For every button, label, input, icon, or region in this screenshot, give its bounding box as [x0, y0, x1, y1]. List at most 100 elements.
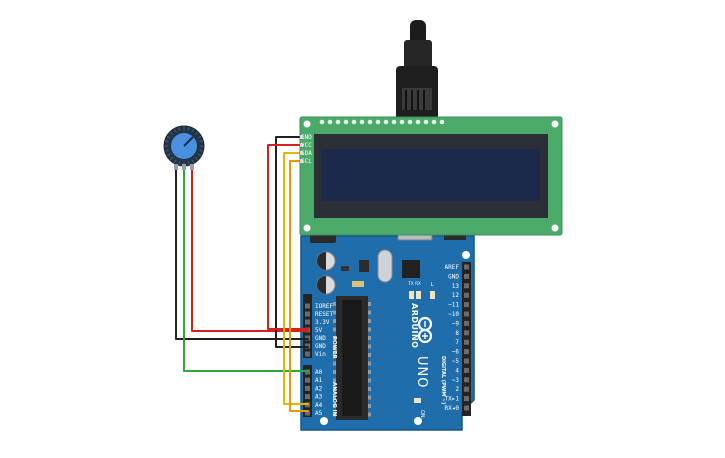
- chip-leg: [333, 395, 336, 400]
- chip-leg: [368, 395, 371, 400]
- wire-pot-vcc: [191, 167, 309, 332]
- arduino-infinity-logo-icon: [417, 316, 433, 344]
- header-pin[interactable]: [464, 396, 469, 402]
- lcd-header-hole: [439, 119, 445, 125]
- header-pin[interactable]: [305, 410, 310, 416]
- crystal-oscillator: [377, 249, 393, 283]
- header-pin[interactable]: [464, 349, 469, 355]
- knob-ridge: [187, 126, 190, 131]
- chip-leg: [368, 387, 371, 391]
- lcd-header-hole: [351, 119, 357, 125]
- header-pin[interactable]: [305, 319, 310, 325]
- board-brand: ARDUINO: [410, 303, 419, 348]
- chip-leg: [333, 361, 336, 366]
- pin-label: ~6: [452, 349, 460, 356]
- power-header: [303, 294, 312, 358]
- wire-pot-signal: [183, 167, 309, 372]
- lcd-header-hole: [407, 119, 413, 125]
- lcd-header-hole: [399, 119, 405, 125]
- lcd-header-hole: [375, 119, 381, 125]
- potentiometer-knob-icon[interactable]: [163, 125, 205, 170]
- lcd-pin-label: SCL: [301, 158, 312, 165]
- pin-label: 2: [455, 386, 459, 393]
- chip-leg: [368, 378, 371, 383]
- pin-label: A2: [315, 385, 323, 392]
- led-l: [430, 291, 435, 299]
- arduino-uno-board[interactable]: TX RX L ON ARDUINO UNO POWER ANALOG IN: [300, 229, 475, 431]
- lcd-pin[interactable]: [300, 159, 303, 163]
- lcd-header-hole: [431, 119, 437, 125]
- knob-ridge: [187, 161, 190, 166]
- pin-label: A1: [315, 377, 323, 384]
- lcd-header-hole: [415, 119, 421, 125]
- atmega-microcontroller-chip: [333, 296, 371, 420]
- header-pin[interactable]: [305, 385, 310, 391]
- lcd-header-hole: [343, 119, 349, 125]
- knob-ridge: [197, 135, 202, 139]
- led-label-tx: TX: [407, 281, 413, 286]
- chip-leg: [333, 302, 336, 306]
- header-pin[interactable]: [464, 377, 469, 383]
- digital-header-title: DIGITAL (PWM ~): [440, 356, 446, 404]
- header-pin[interactable]: [464, 283, 469, 289]
- header-pin[interactable]: [464, 339, 469, 345]
- power-jack: [444, 232, 466, 240]
- chip-leg: [333, 336, 336, 340]
- wire-pot-gnd: [175, 167, 309, 340]
- chip-leg: [333, 353, 336, 357]
- lcd-screen: [321, 149, 540, 201]
- pin-label: ~10: [448, 311, 459, 318]
- chip-leg: [368, 310, 371, 315]
- pin-label: Vin: [315, 351, 326, 358]
- pin-label: AREF: [445, 264, 460, 271]
- wire-lcd-sda: [283, 152, 309, 405]
- pin-label: A4: [315, 402, 323, 409]
- header-pin[interactable]: [464, 311, 469, 317]
- header-pin[interactable]: [464, 320, 469, 326]
- knob-ridge: [166, 153, 171, 157]
- knob-ridge: [194, 131, 199, 136]
- knob-ridge: [194, 156, 199, 161]
- chip-leg: [333, 344, 336, 349]
- led-label-l: L: [431, 282, 434, 288]
- chip-leg: [368, 336, 371, 340]
- chip-leg: [368, 404, 371, 408]
- lcd-header-hole: [391, 119, 397, 125]
- header-pin[interactable]: [464, 367, 469, 373]
- header-pin[interactable]: [305, 303, 310, 309]
- header-pin[interactable]: [464, 273, 469, 279]
- pin-label: GND: [315, 343, 326, 350]
- header-pin[interactable]: [464, 405, 469, 411]
- board-model: UNO: [414, 356, 429, 388]
- lcd-pin[interactable]: [300, 151, 303, 155]
- header-pin[interactable]: [305, 377, 310, 383]
- chip-leg: [333, 310, 336, 315]
- on-led: [414, 398, 421, 403]
- header-pin[interactable]: [464, 302, 469, 308]
- header-pin[interactable]: [464, 292, 469, 298]
- lcd-pin[interactable]: [300, 143, 303, 147]
- analog-header-title: ANALOG IN: [331, 382, 337, 417]
- capacitor: [316, 275, 336, 295]
- chip-leg: [333, 319, 336, 323]
- chip-leg: [368, 412, 371, 417]
- analog-header: [303, 365, 312, 417]
- pin-label: RESET: [315, 311, 333, 318]
- header-pin[interactable]: [464, 358, 469, 364]
- header-pin[interactable]: [464, 264, 469, 270]
- knob-ridge: [191, 159, 195, 164]
- lcd-pin-label: SDA: [301, 150, 312, 157]
- header-pin[interactable]: [464, 330, 469, 336]
- header-pin[interactable]: [464, 386, 469, 392]
- pin-label: GND: [315, 335, 326, 342]
- chip-leg: [333, 404, 336, 408]
- pin-label: ~3: [452, 377, 460, 384]
- usb-cable-icon[interactable]: [396, 20, 438, 120]
- header-pin[interactable]: [305, 311, 310, 317]
- header-pin[interactable]: [305, 394, 310, 400]
- header-pin[interactable]: [305, 351, 310, 357]
- lcd-pin[interactable]: [300, 135, 303, 139]
